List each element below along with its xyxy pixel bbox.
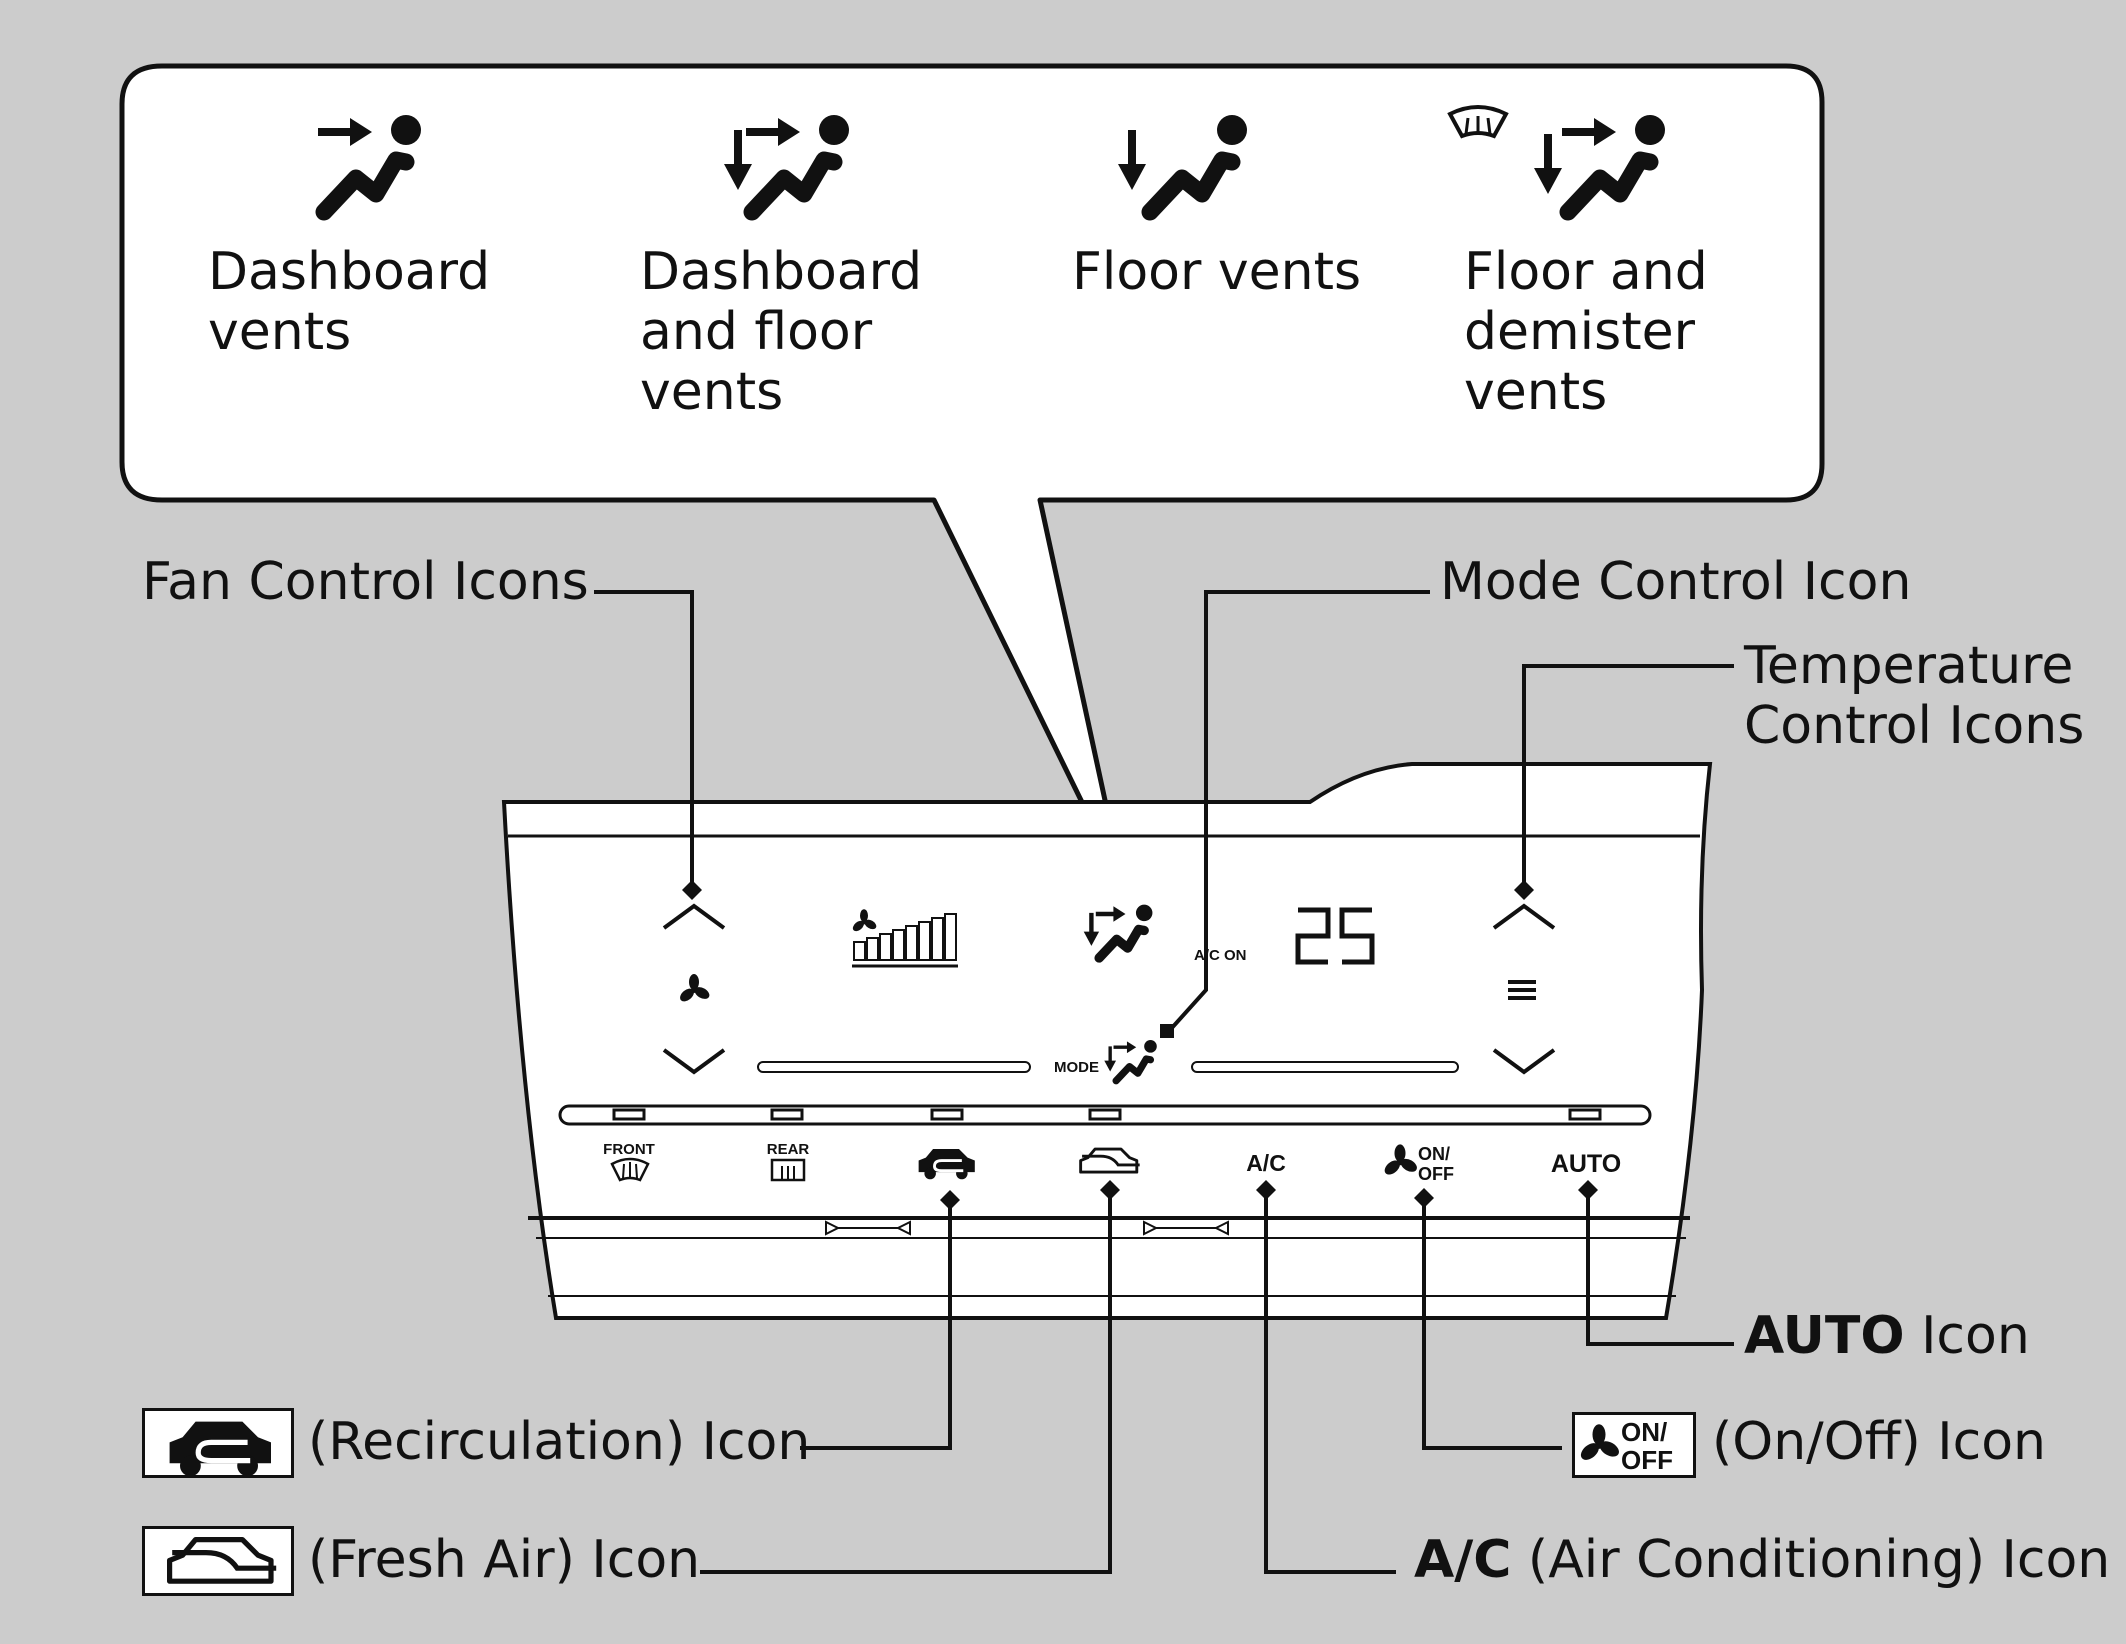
floor-demister-vents-label: Floor and demister vents	[1464, 242, 1708, 422]
onoff-callout: (On/Off) Icon	[1712, 1412, 2046, 1472]
fan-level-indicator	[850, 909, 958, 968]
rear-label: REAR	[767, 1141, 810, 1158]
front-label: FRONT	[603, 1141, 655, 1158]
onoff-callout-icon: ON/ OFF	[1572, 1412, 1696, 1478]
fan-up-chevron-icon[interactable]	[662, 903, 726, 930]
ac-on-label: A/C ON	[1194, 947, 1247, 964]
ac-callout-rest: (Air Conditioning) Icon	[1511, 1530, 2111, 1590]
floor-demister-vent-icon	[1447, 105, 1665, 212]
auto-callout-bold: AUTO	[1744, 1306, 1905, 1366]
on-label: ON/	[1418, 1144, 1450, 1164]
temp-level-icon	[1508, 980, 1536, 1000]
temperature-control-callout: Temperature Control Icons	[1744, 636, 2085, 756]
recirculation-callout-icon	[142, 1408, 294, 1478]
fresh-air-callout-icon	[142, 1526, 294, 1596]
mode-control-callout: Mode Control Icon	[1440, 552, 1912, 612]
off-label: OFF	[1418, 1164, 1454, 1184]
dashboard-vents-label: Dashboard vents	[208, 242, 491, 362]
ac-callout-bold: A/C	[1414, 1530, 1512, 1590]
rear-defrost-icon[interactable]	[770, 1158, 806, 1182]
temperature-display	[1295, 907, 1375, 965]
floor-vents-label: Floor vents	[1072, 242, 1362, 302]
recirculation-car-icon	[169, 1421, 271, 1475]
fresh-air-callout: (Fresh Air) Icon	[308, 1530, 701, 1590]
temp-up-chevron-icon[interactable]	[1492, 903, 1556, 930]
temp-down-chevron-icon[interactable]	[1492, 1048, 1556, 1075]
fan-control-callout: Fan Control Icons	[142, 552, 589, 612]
ac-callout: A/C (Air Conditioning) Icon	[1414, 1530, 2110, 1590]
onoff-fan-icon: ON/ OFF	[1580, 1417, 1673, 1475]
onoff-callout-off: OFF	[1621, 1445, 1673, 1475]
onoff-callout-on: ON/	[1621, 1417, 1667, 1447]
auto-callout: AUTO Icon	[1744, 1306, 2030, 1366]
ac-button[interactable]: A/C	[1246, 1150, 1286, 1176]
fan-down-chevron-icon[interactable]	[662, 1048, 726, 1075]
dashboard-floor-vents-label: Dashboard and floor vents	[640, 242, 923, 422]
auto-button[interactable]: AUTO	[1551, 1150, 1621, 1178]
auto-callout-rest: Icon	[1904, 1306, 2030, 1366]
front-defrost-icon[interactable]	[610, 1157, 650, 1182]
mode-label: MODE	[1054, 1059, 1099, 1076]
recirculation-callout: (Recirculation) Icon	[308, 1412, 811, 1472]
speech-bubble	[119, 63, 1825, 891]
fresh-air-car-icon	[167, 1537, 277, 1584]
control-panel	[501, 762, 1713, 1320]
